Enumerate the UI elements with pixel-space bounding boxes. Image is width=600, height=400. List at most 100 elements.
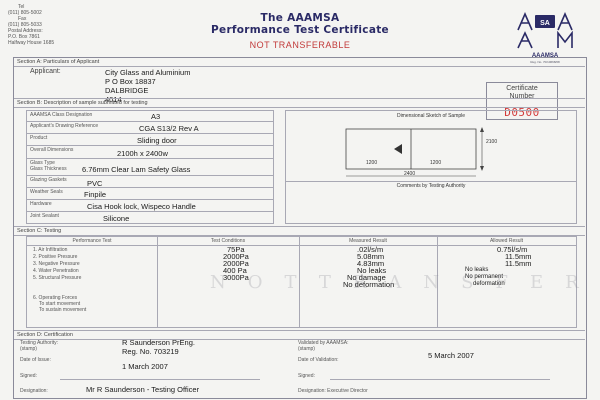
operating-forces: 6. Operating Forces To start movement To… xyxy=(33,295,86,313)
testing-authority-label: Testing Authority: xyxy=(20,340,59,346)
sketch-height: 2100 xyxy=(486,139,498,145)
sketch-width-left: 1200 xyxy=(366,160,378,166)
not-transferable-label: NOT TRANSFERABLE xyxy=(249,40,351,50)
desc-label: Glass Type Glass Thickness xyxy=(30,160,67,172)
col-divider xyxy=(299,237,300,327)
desc-value: A3 xyxy=(151,112,161,121)
cert-number-label: Certificate xyxy=(506,85,538,92)
certificate-subtitle: Performance Test Certificate xyxy=(211,24,389,36)
desc-value: Silicone xyxy=(103,214,130,223)
desc-label: Weather Seals xyxy=(30,189,63,195)
certificate-frame xyxy=(13,57,587,399)
date-issue-label: Date of Issue: xyxy=(20,357,51,363)
test-measured: .02l/s/m xyxy=(357,245,384,254)
test-condition: 75Pa xyxy=(227,245,245,254)
desc-label: Overall Dimensions xyxy=(30,147,74,153)
applicant-address: City Glass and Aluminium P O Box 18837 D… xyxy=(105,68,190,104)
designation-2: Designation: Executive Director xyxy=(298,388,368,394)
test-condition: 3000Pa xyxy=(223,273,249,282)
desc-label: Joint Sealant xyxy=(30,213,59,219)
authority-name: R Saunderson PrEng. xyxy=(122,338,195,347)
test-allowed: deformation xyxy=(473,281,505,287)
desc-row: Weather Seals Finpile xyxy=(27,188,273,200)
op-line: To sustain movement xyxy=(39,307,87,313)
desc-value: Finpile xyxy=(84,190,107,199)
comments-label: Comments by Testing Authority xyxy=(396,183,466,189)
cert-number-label2: Number xyxy=(509,93,535,100)
test-measured: No deformation xyxy=(343,280,395,289)
designation-label: Designation: xyxy=(20,388,48,394)
contact-line: Halfway House 1685 xyxy=(8,40,55,46)
desc-row: Joint Sealant Silicone xyxy=(27,212,273,223)
col-header: Performance Test xyxy=(72,238,112,244)
aaamsa-logo-icon: SA xyxy=(517,12,573,49)
desc-row: Hardware Cisa Hook lock, Wispeco Handle xyxy=(27,200,273,212)
contact-line: Postal Address: xyxy=(8,28,43,34)
signature-line xyxy=(60,379,260,380)
stamp-label: (stamp) xyxy=(20,346,37,352)
desc-row: AAAMSA Class Designation A3 xyxy=(27,111,273,122)
col-header: Measured Result xyxy=(349,238,387,244)
sketch-total-width: 2400 xyxy=(404,171,416,177)
desc-value: 6.76mm Clear Lam Safety Glass xyxy=(82,165,191,174)
date-validation: 5 March 2007 xyxy=(428,351,474,360)
section-c-title: Section C: Testing xyxy=(14,226,585,236)
contact-line: Fax xyxy=(18,16,27,22)
test-row: 5. Structural Pressure 3000Pa No damage … xyxy=(27,273,576,282)
test-row: 1. Air Infiltration 75Pa .02l/s/m 0.75l/… xyxy=(27,245,576,254)
test-measured: No damage xyxy=(347,273,386,282)
validated-label: Validated by AAAMSA: xyxy=(298,340,349,346)
applicant-line: City Glass and Aluminium xyxy=(105,68,191,77)
desc-value: Cisa Hook lock, Wispeco Handle xyxy=(87,202,196,211)
col-header: Allowed Result xyxy=(489,238,524,244)
sketch-title: Dimensional Sketch of Sample xyxy=(396,113,466,119)
validated-stamp: (stamp) xyxy=(298,346,315,352)
desc-row: Applicant's Drawing Reference CGA S13/2 … xyxy=(27,122,273,134)
signature-line-2 xyxy=(330,379,550,380)
desc-label: Product xyxy=(30,135,48,141)
test-name: 1. Air Infiltration xyxy=(33,247,68,253)
test-measured: 4.83mm xyxy=(357,259,385,268)
op-line: To start movement xyxy=(39,301,81,307)
sketch-width-right: 1200 xyxy=(430,160,442,166)
test-name: 2. Positive Pressure xyxy=(33,254,78,260)
desc-value: CGA S13/2 Rev A xyxy=(139,124,199,133)
authority-reg-no: Reg. No. 703219 xyxy=(122,347,179,356)
test-condition: 2000Pa xyxy=(223,259,249,268)
dimensional-sketch-box: Dimensional Sketch of Sample 1200 1200 2… xyxy=(285,110,577,224)
desc-value: PVC xyxy=(87,179,103,188)
section-a-title: Section A: Particulars of Applicant xyxy=(14,58,585,67)
test-name: 4. Water Penetration xyxy=(33,268,79,274)
col-header: Test Conditions xyxy=(210,238,246,244)
desc-row: Overall Dimensions 2100h x 2400w xyxy=(27,146,273,159)
col-divider xyxy=(157,237,158,327)
contact-block: Tel (011) 805-5002 Fax (011) 805-5033 Po… xyxy=(8,4,98,46)
logo-caption: AAAMSA xyxy=(531,53,559,59)
test-allowed: 11.5mm xyxy=(505,252,532,261)
test-allowed: 0.75l/s/m xyxy=(497,245,528,254)
logo-tagline: Reg. No. 70/10668/08 xyxy=(530,60,560,64)
test-measured: No leaks xyxy=(357,266,387,275)
desc-label: Applicant's Drawing Reference xyxy=(30,123,99,129)
desc-value: 2100h x 2400w xyxy=(117,149,168,158)
desc-label: Glazing Gaskets xyxy=(30,177,67,183)
desc-label: Hardware xyxy=(30,201,52,207)
desc-value: Sliding door xyxy=(137,136,177,145)
signed-label-2: Signed: xyxy=(298,373,315,379)
date-issue: 1 March 2007 xyxy=(122,362,168,371)
section-d-title: Section D: Certification xyxy=(14,330,585,340)
test-measured: 5.08mm xyxy=(357,252,385,261)
contact-line: P.O. Box 7861 xyxy=(8,34,40,40)
test-row: 2. Positive Pressure 2000Pa 5.08mm 11.5m… xyxy=(27,252,576,261)
table-header xyxy=(27,237,576,246)
col-divider xyxy=(437,237,438,327)
sample-description-table: AAAMSA Class Designation A3 Applicant's … xyxy=(26,110,274,224)
certificate-title: The AAAMSA xyxy=(260,12,340,24)
test-name: 5. Structural Pressure xyxy=(33,275,82,281)
test-row: No deformation deformation xyxy=(27,280,576,289)
test-row: 4. Water Penetration 400 Pa No leaks No … xyxy=(27,266,576,275)
test-allowed: No leaks xyxy=(465,267,489,273)
test-row: 3. Negative Pressure 2000Pa 4.83mm 11.5m… xyxy=(27,259,576,268)
test-allowed: 11.5mm xyxy=(505,259,532,268)
